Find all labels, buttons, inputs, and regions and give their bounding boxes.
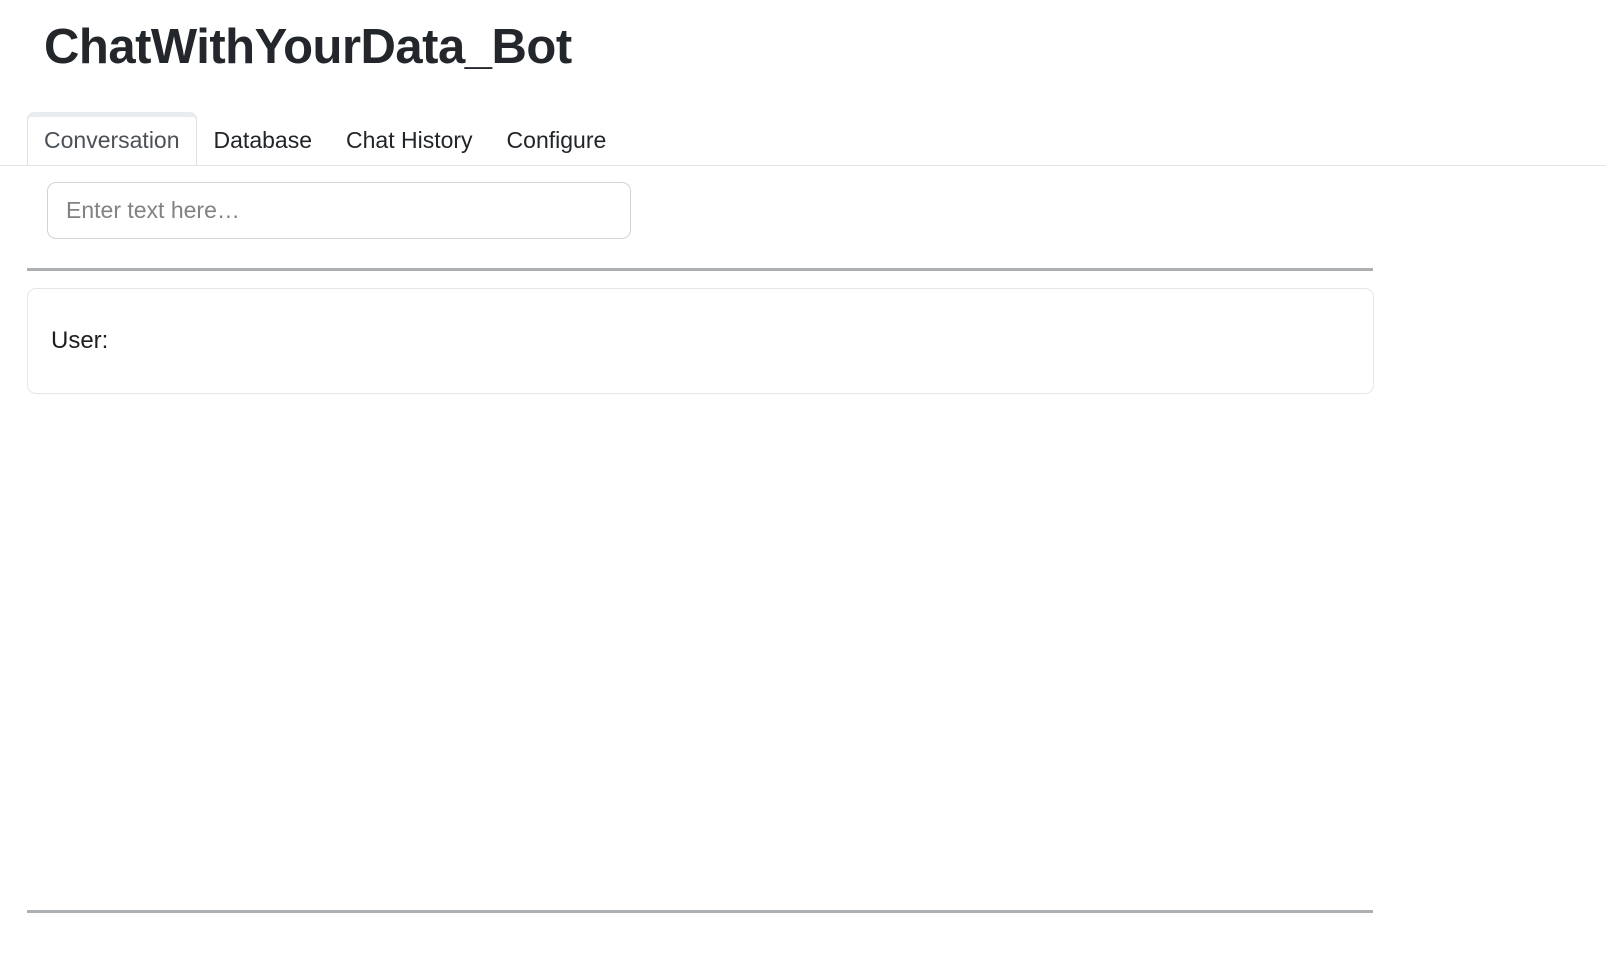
tab-configure-label: Configure <box>506 127 607 153</box>
tab-conversation-label: Conversation <box>44 127 180 153</box>
conversation-message: User: <box>27 288 1374 394</box>
tab-database-label: Database <box>213 127 312 153</box>
tab-database[interactable]: Database <box>197 112 329 166</box>
divider-bottom <box>27 910 1373 913</box>
tab-configure[interactable]: Configure <box>490 112 624 166</box>
page-title: ChatWithYourData_Bot <box>44 20 572 74</box>
message-role-label: User: <box>51 327 109 354</box>
query-input[interactable] <box>47 182 631 239</box>
tab-chat-history-label: Chat History <box>346 127 473 153</box>
tab-conversation[interactable]: Conversation <box>27 112 197 166</box>
divider-top <box>27 268 1373 271</box>
tab-chat-history[interactable]: Chat History <box>329 112 490 166</box>
tab-bar: Conversation Database Chat History Confi… <box>0 112 1606 166</box>
conversation-output-area <box>27 400 1374 905</box>
